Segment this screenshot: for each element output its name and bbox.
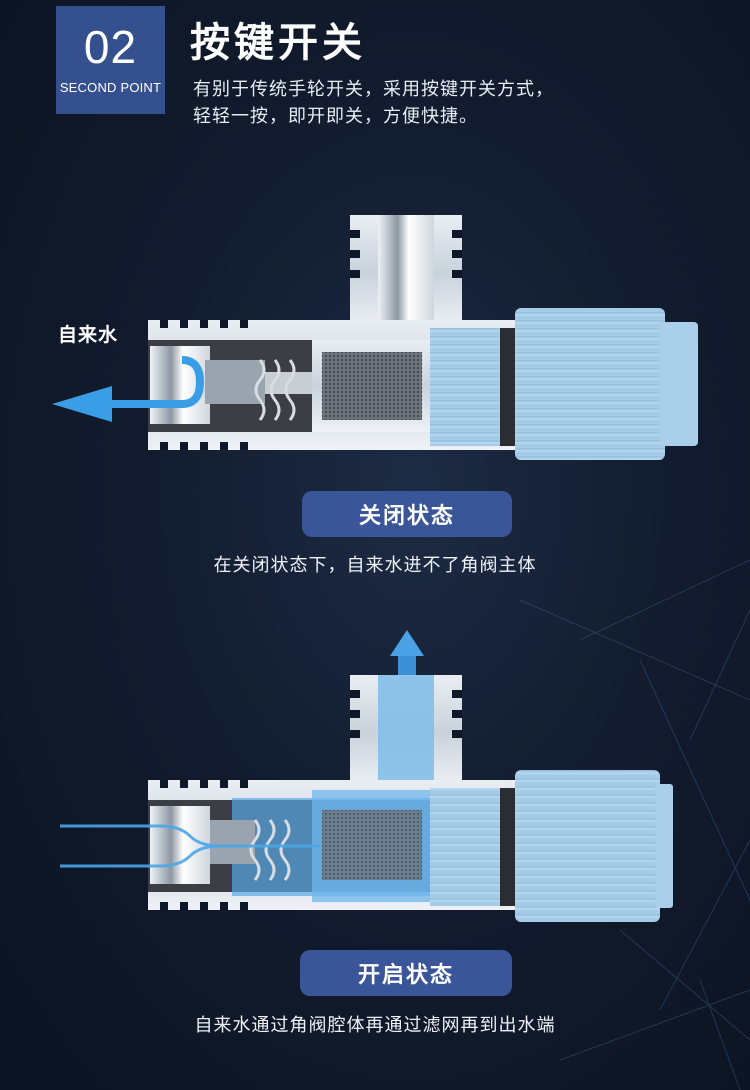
push-button-knob bbox=[515, 308, 665, 460]
valve-open-illustration bbox=[60, 630, 673, 922]
open-state-pill: 开启状态 bbox=[300, 950, 512, 996]
valve-closed-illustration bbox=[52, 215, 698, 460]
inlet-label: 自来水 bbox=[58, 324, 119, 346]
description-line-1: 有别于传统手轮开关，采用按键开关方式， bbox=[193, 79, 554, 100]
description-line-2: 轻轻一按，即开即关，方便快捷。 bbox=[193, 106, 478, 127]
open-state-caption: 自来水通过角阀腔体再通过滤网再到出水端 bbox=[194, 1015, 556, 1036]
section-badge: 02 SECOND POINT bbox=[56, 6, 165, 114]
section-subtitle: SECOND POINT bbox=[59, 80, 162, 95]
inlet-flow-arrow bbox=[110, 356, 205, 408]
closed-state-pill: 关闭状态 bbox=[302, 491, 512, 537]
page-title: 按键开关 bbox=[190, 20, 366, 66]
inlet-flow-streaks bbox=[60, 824, 320, 868]
filter-mesh bbox=[322, 352, 422, 420]
page-description: 有别于传统手轮开关，采用按键开关方式， 轻轻一按，即开即关，方便快捷。 bbox=[193, 76, 713, 130]
closed-state-caption: 在关闭状态下，自来水进不了角阀主体 bbox=[213, 555, 537, 576]
section-number: 02 bbox=[83, 21, 138, 73]
